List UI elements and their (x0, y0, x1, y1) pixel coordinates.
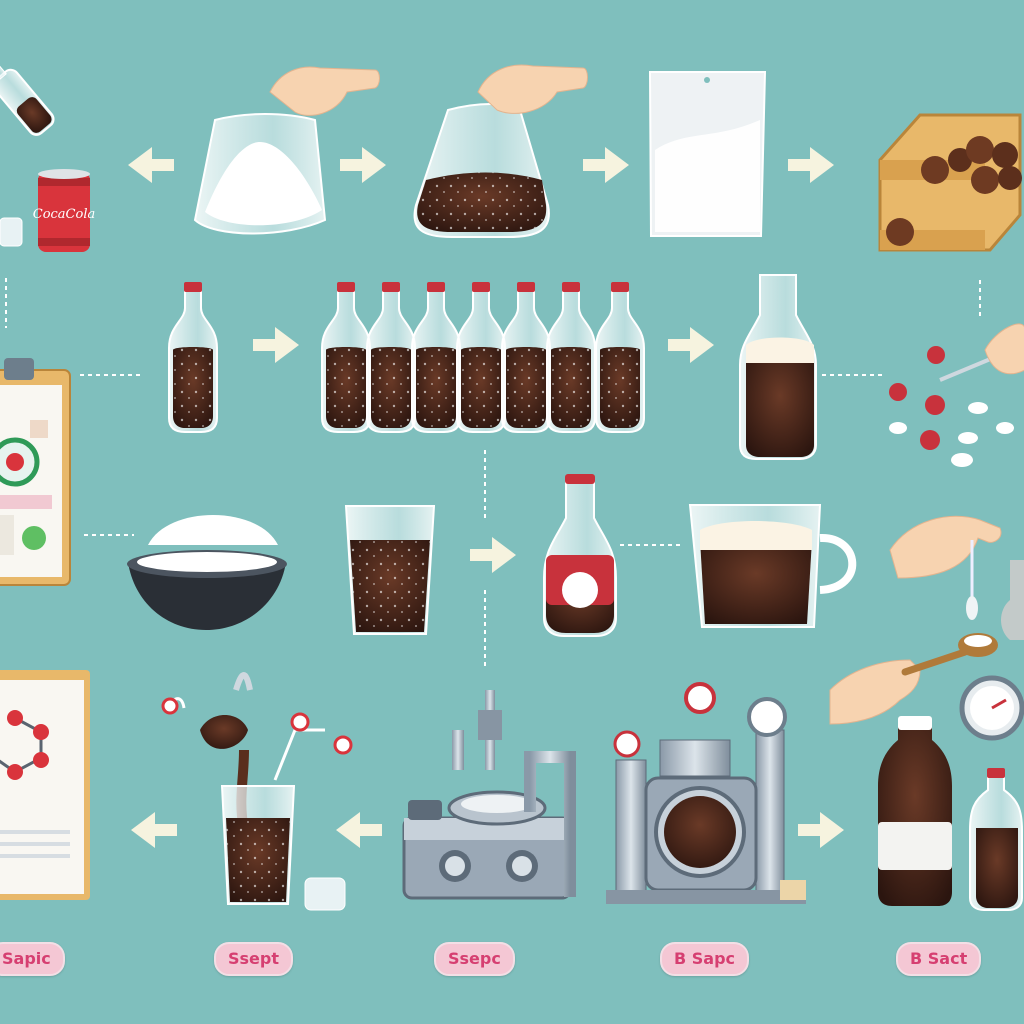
labeled-bottle (543, 474, 617, 637)
foamy-bottle (739, 274, 817, 460)
sugar-bowl (127, 515, 287, 630)
molecule-board (0, 670, 90, 900)
sugar-bag (193, 113, 327, 235)
measuring-jug (688, 504, 857, 628)
kola-nut-crate (878, 113, 1022, 252)
bottle-row (321, 281, 645, 433)
pouring-glass (161, 672, 353, 911)
hand-icon (477, 64, 588, 114)
step-label: Ssepc (434, 942, 515, 976)
hand-spoon (829, 633, 998, 725)
step-label: Sapic (0, 942, 65, 976)
hand-dropper (889, 515, 1024, 640)
finished-bottles (878, 716, 1023, 911)
soda-can: CocaCola (33, 169, 96, 252)
pressure-vessel (606, 682, 806, 904)
single-bottle (168, 281, 218, 433)
sugar-packet (648, 71, 767, 237)
cola-glass (344, 505, 436, 635)
step-label: B Sact (896, 942, 982, 976)
pouring-bottle (0, 56, 55, 136)
step-label: B Sapc (660, 942, 750, 976)
ingredients-scatter (889, 323, 1024, 467)
hand-icon (269, 66, 380, 116)
pressure-gauge-icon (959, 675, 1024, 741)
recipe-clipboard (0, 358, 71, 586)
cola-beaker (413, 103, 550, 238)
mixing-stove (402, 690, 576, 900)
svg-text:CocaCola: CocaCola (33, 207, 96, 222)
step-label: Ssept (214, 942, 293, 976)
